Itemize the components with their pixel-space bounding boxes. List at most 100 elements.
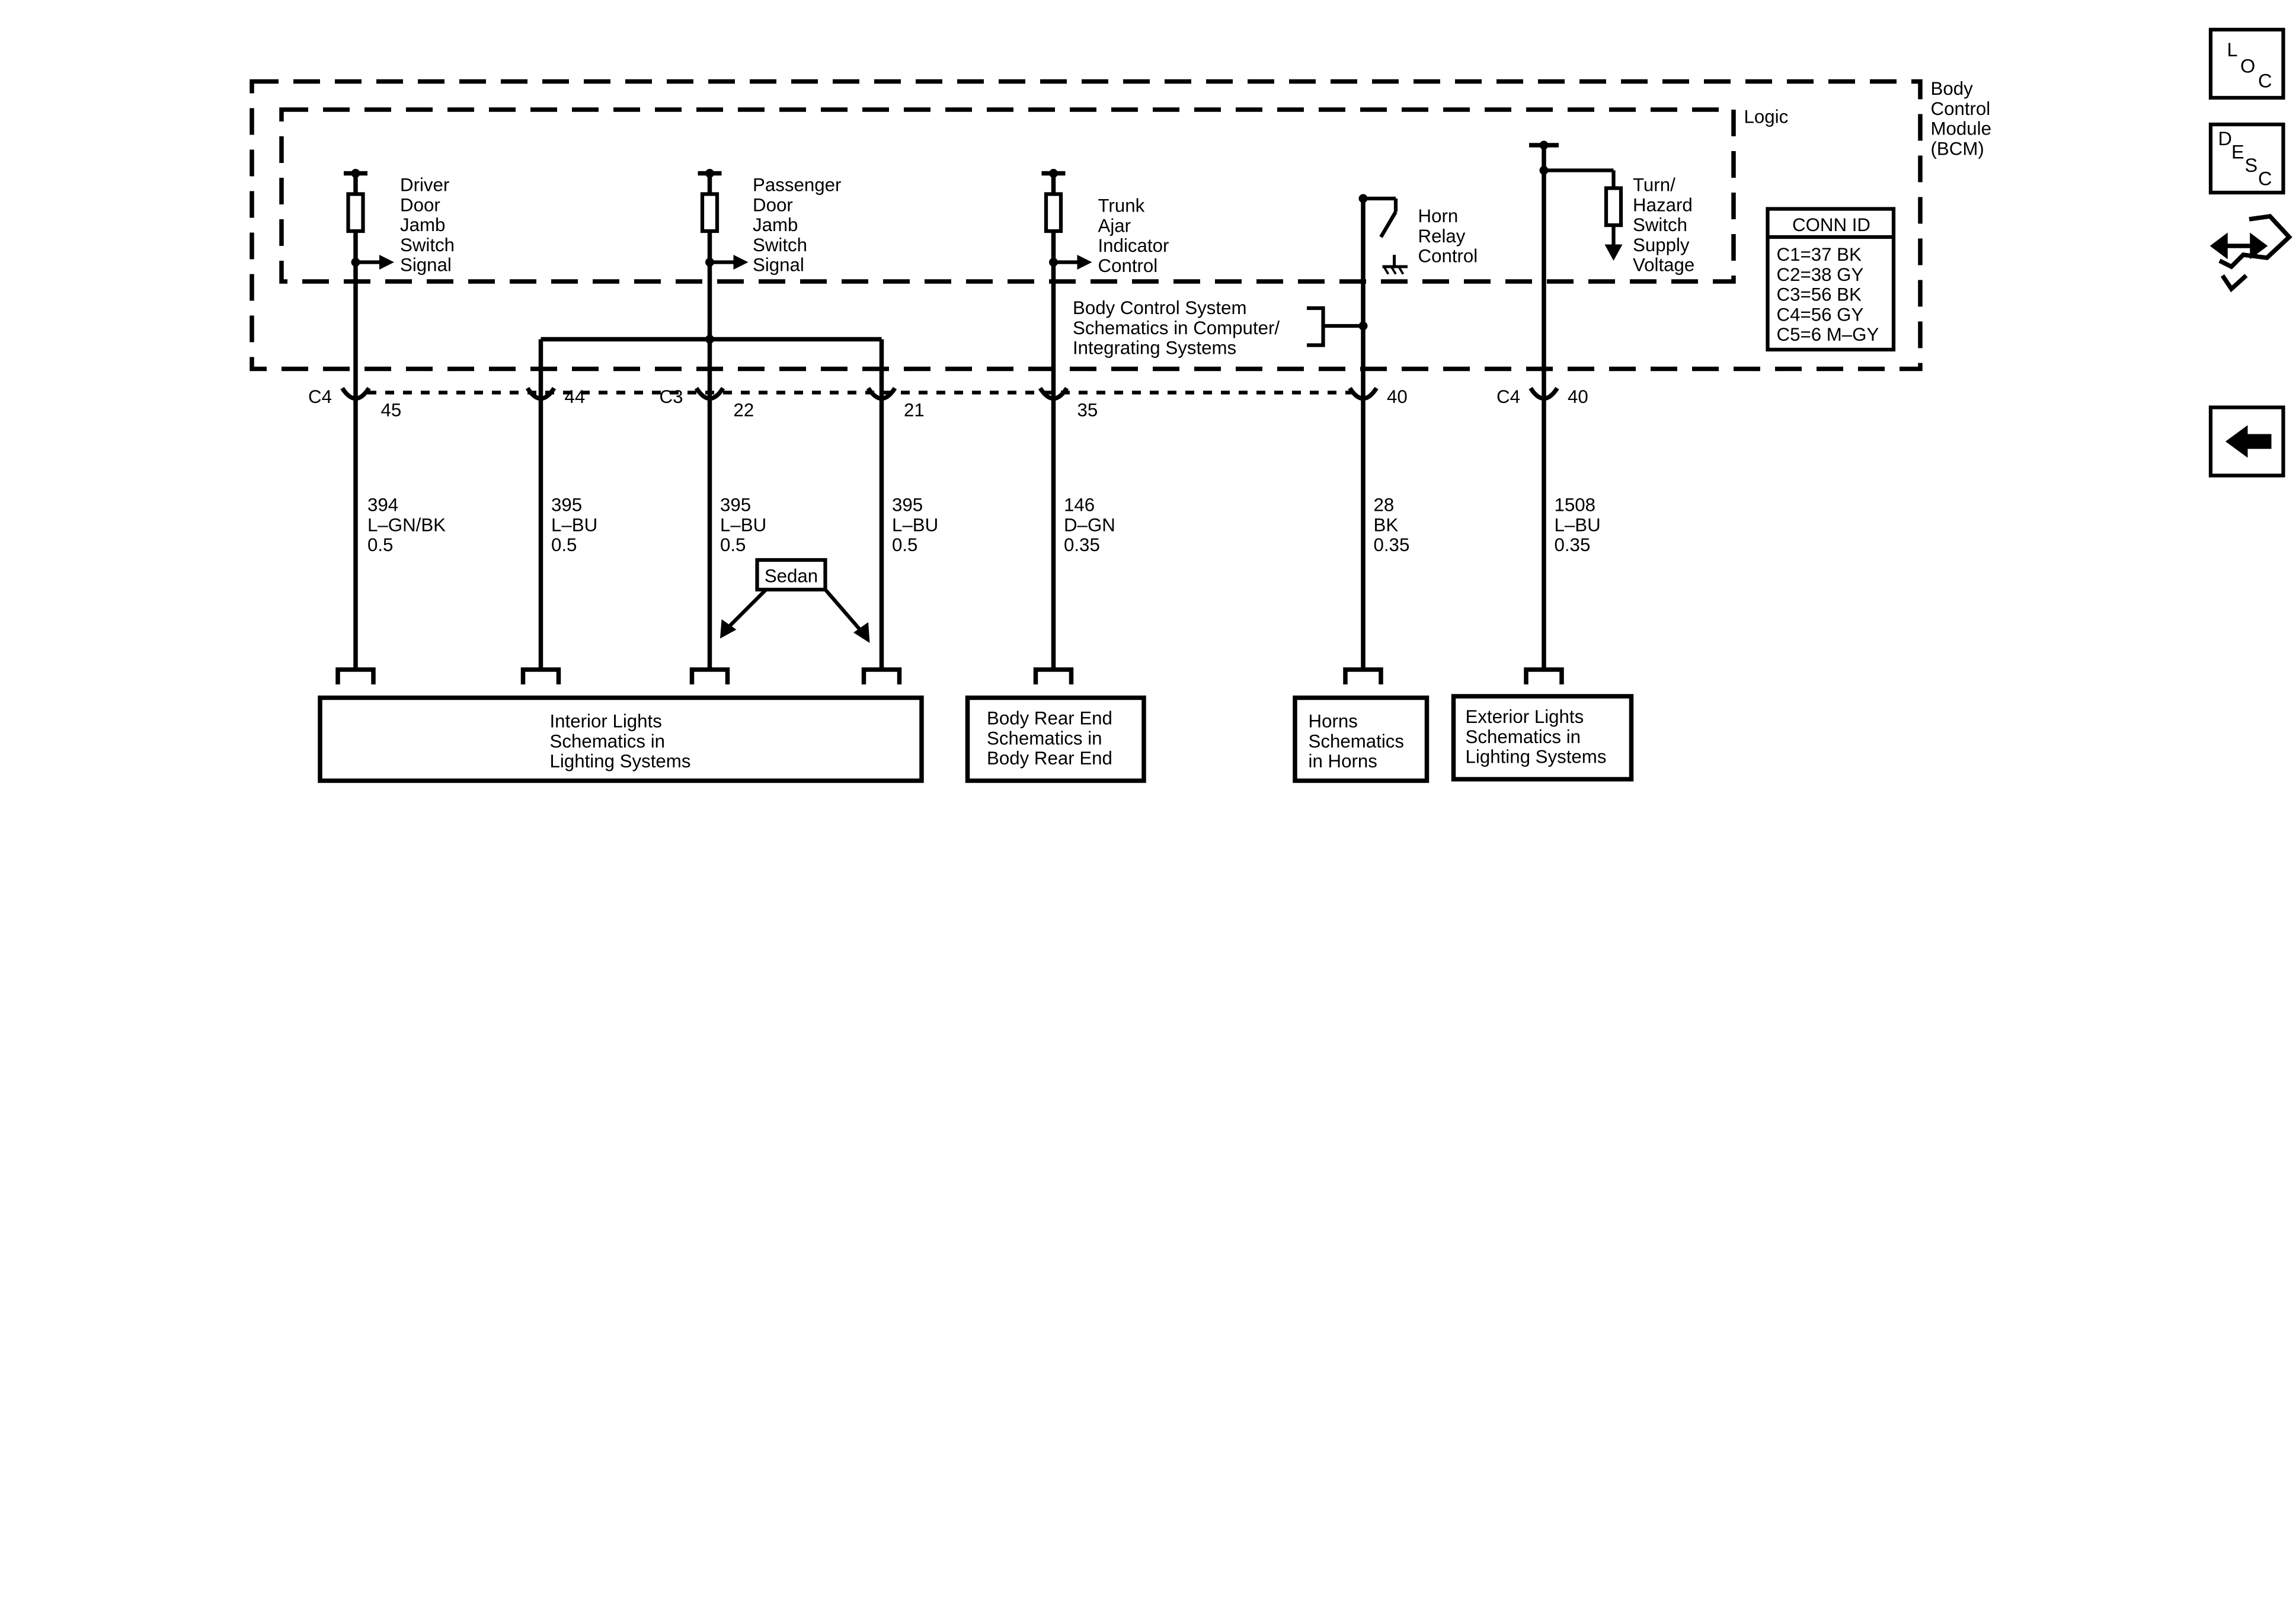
wire-label-395-22: 395 — [720, 495, 751, 516]
desc-letter-d: D — [2218, 128, 2232, 149]
driver-door-label: Jamb — [400, 215, 445, 235]
pin-21: 21 — [904, 400, 925, 421]
sedan-label: Sedan — [765, 566, 818, 587]
bcs-reference-label: Schematics in Computer/ — [1073, 318, 1280, 338]
wire-label-146: 146 — [1064, 495, 1095, 516]
connector-cup-40-turn — [1528, 386, 1559, 401]
wire-label-394: 394 — [367, 495, 398, 516]
destination-horns: Schematics — [1309, 731, 1405, 751]
destination-interior-lights: Interior Lights — [550, 711, 662, 732]
pin-22: 22 — [734, 400, 754, 421]
passenger-door-label: Jamb — [753, 215, 798, 235]
resistor-trunk — [1044, 192, 1063, 233]
pin-40-turn: 40 — [1568, 386, 1588, 407]
resistor-turn-hazard — [1604, 186, 1623, 228]
bcm-module-outline — [250, 79, 1923, 372]
connector-cup-21 — [866, 386, 897, 401]
wire-label-395-21: L–BU — [892, 514, 938, 535]
trunk-ajar-label: Indicator — [1098, 235, 1169, 256]
destination-interior-lights-box — [318, 695, 924, 783]
connector-c4-right: C4 — [1496, 386, 1520, 407]
driver-door-label: Door — [400, 194, 440, 215]
loc-letter-c: C — [2258, 71, 2272, 92]
back-button-frame — [2208, 405, 2285, 478]
wire-label-1508: L–BU — [1555, 514, 1601, 535]
bcm-title: Body — [1931, 78, 1974, 99]
bcs-reference-label: Integrating Systems — [1073, 338, 1236, 359]
connector-cup-35 — [1038, 386, 1069, 401]
diagram-labels: BodyControlModule(BCM)LogicDriverDoorJam… — [308, 78, 1991, 772]
desc-button[interactable]: D E S C — [2218, 128, 2272, 190]
wire-label-395-44: 395 — [551, 495, 582, 516]
wire-label-146: D–GN — [1064, 514, 1115, 535]
logic-section-outline — [279, 107, 1736, 284]
bcm-title: Control — [1931, 98, 1991, 119]
destination-exterior-lights-box — [1451, 694, 1634, 782]
loc-letter-o: O — [2240, 56, 2255, 77]
pin-45: 45 — [381, 400, 402, 421]
wire-label-28: 0.35 — [1374, 534, 1410, 555]
destination-exterior-lights: Lighting Systems — [1466, 747, 1607, 767]
driver-door-label: Signal — [400, 255, 452, 276]
wire-label-394: 0.5 — [367, 534, 393, 555]
wire-label-28: 28 — [1374, 495, 1395, 516]
destination-exterior-lights: Schematics in — [1466, 726, 1581, 747]
wire-label-1508: 1508 — [1555, 495, 1596, 516]
wire-label-395-44: L–BU — [551, 514, 597, 535]
connector-c4-left: C4 — [308, 386, 332, 407]
conn-id-row: C1=37 BK — [1777, 244, 1862, 265]
pin-44: 44 — [565, 386, 586, 407]
sedan-label-box — [755, 558, 827, 592]
connector-end-view-icon[interactable] — [2209, 214, 2292, 293]
trunk-ajar-label: Trunk — [1098, 196, 1145, 216]
destination-body-rear-end: Body Rear End — [987, 748, 1112, 769]
back-arrow-icon — [2225, 425, 2272, 458]
destination-body-rear-end-box — [965, 695, 1146, 783]
conn-id-title: CONN ID — [1792, 215, 1870, 235]
destination-body-rear-end: Body Rear End — [987, 708, 1112, 729]
desc-letter-c: C — [2258, 168, 2272, 190]
connector-cup-40-horn — [1348, 386, 1379, 401]
bcs-reference-label: Body Control System — [1073, 297, 1247, 318]
destination-horns-box — [1293, 695, 1430, 783]
passenger-door-label: Door — [753, 194, 793, 215]
back-button[interactable] — [2211, 407, 2284, 475]
connector-cup-44 — [525, 386, 557, 401]
wire-label-395-21: 395 — [892, 495, 923, 516]
turn-hazard-label: Voltage — [1633, 255, 1694, 276]
conn-id-box — [1766, 207, 1896, 352]
wire-label-28: BK — [1374, 514, 1399, 535]
wire-label-146: 0.35 — [1064, 534, 1100, 555]
logic-label: Logic — [1744, 107, 1789, 127]
bcm-title: (BCM) — [1931, 138, 1984, 159]
conn-id-row: C4=56 GY — [1777, 304, 1864, 325]
horn-relay-label: Horn — [1418, 206, 1459, 226]
loc-letter-l: L — [2227, 39, 2238, 60]
horn-relay-label: Control — [1418, 246, 1478, 267]
conn-id-row: C5=6 M–GY — [1777, 324, 1879, 345]
resistor-passenger — [700, 192, 720, 233]
desc-letter-s: S — [2245, 155, 2258, 176]
destination-horns: Horns — [1309, 711, 1358, 732]
desc-button-frame — [2208, 122, 2285, 195]
resistor-driver — [346, 192, 365, 233]
destination-horns: in Horns — [1309, 751, 1377, 772]
destination-exterior-lights: Exterior Lights — [1466, 706, 1584, 727]
passenger-door-label: Passenger — [753, 175, 841, 196]
destination-interior-lights: Schematics in — [550, 731, 666, 751]
driver-door-label: Driver — [400, 175, 449, 196]
connector-cup-45 — [340, 386, 371, 401]
passenger-door-label: Signal — [753, 255, 804, 276]
connector-c3: C3 — [660, 386, 683, 407]
loc-button-frame — [2208, 27, 2285, 100]
turn-hazard-label: Turn/ — [1633, 175, 1675, 196]
conn-id-row: C3=56 BK — [1777, 284, 1862, 305]
pin-35: 35 — [1077, 400, 1098, 421]
loc-button[interactable]: L O C — [2227, 39, 2272, 92]
passenger-door-label: Switch — [753, 235, 807, 255]
trunk-ajar-label: Ajar — [1098, 215, 1131, 236]
wire-label-395-22: 0.5 — [720, 534, 746, 555]
horn-relay-label: Relay — [1418, 226, 1466, 247]
wire-label-1508: 0.35 — [1555, 534, 1591, 555]
